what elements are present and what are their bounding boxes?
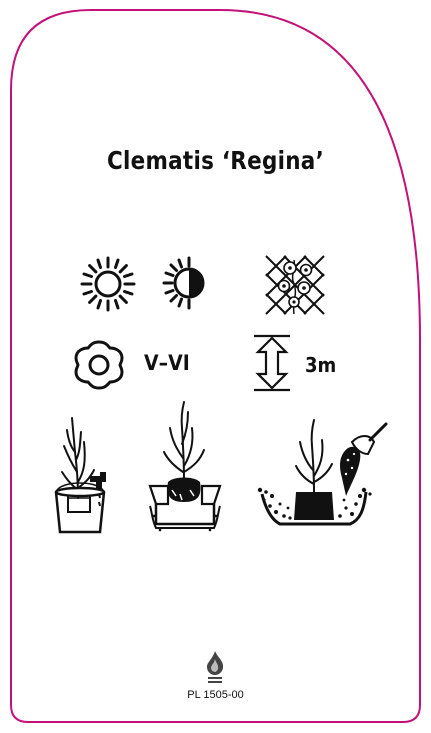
plant-and-fill-icon <box>257 419 388 526</box>
flowering-months: V–VI <box>144 351 190 375</box>
plant-name: Clematis ‘Regina’ <box>106 146 325 175</box>
flower-icon <box>74 340 124 390</box>
plant-height: 3m <box>305 353 337 377</box>
flame-logo-icon <box>207 651 224 683</box>
half-sun-icon <box>162 256 205 310</box>
sun-icon <box>80 256 136 312</box>
soak-in-bucket-icon <box>54 417 106 534</box>
catalog-code: PL 1505-00 <box>187 689 244 701</box>
height-arrow-icon <box>254 334 290 392</box>
trellis-icon <box>265 255 325 315</box>
remove-pot-icon <box>148 401 222 532</box>
